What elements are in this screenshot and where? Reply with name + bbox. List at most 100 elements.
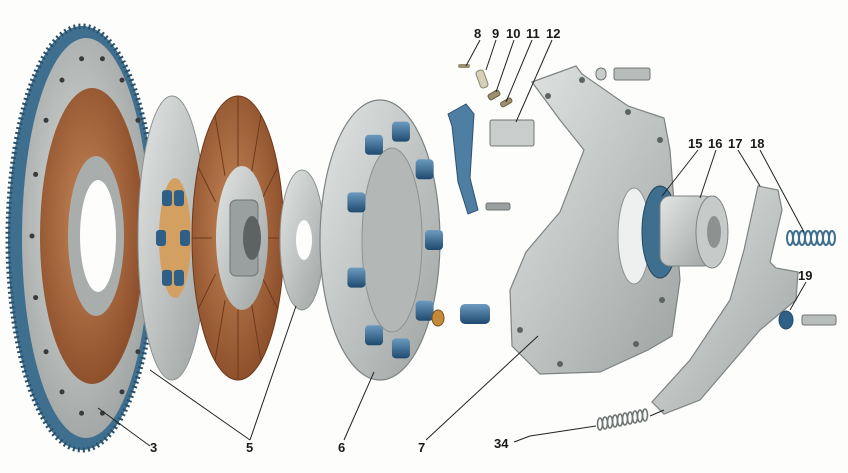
pin-10 <box>487 89 501 101</box>
loose-spring <box>460 304 490 324</box>
strut-block <box>489 119 535 147</box>
pressure-spring <box>347 267 366 288</box>
flywheel-hole <box>33 295 39 301</box>
flywheel-bore <box>80 180 116 292</box>
label-11: 11 <box>526 26 540 41</box>
flywheel-hole <box>119 77 125 83</box>
lining-groove <box>260 273 279 310</box>
label-16: 16 <box>708 136 722 151</box>
flywheel-bolt-holes <box>29 56 155 416</box>
housing-body <box>509 65 681 375</box>
pressure-spring <box>391 338 410 359</box>
pedal-return-spring <box>529 408 665 437</box>
leader-5b <box>249 305 297 441</box>
pressure-spring <box>347 192 366 213</box>
label-5: 5 <box>246 440 253 455</box>
flywheel-hole <box>29 233 35 239</box>
flywheel-hole <box>99 56 105 62</box>
leader-lines <box>97 39 807 447</box>
damper-spring <box>180 230 190 246</box>
leader-6 <box>343 371 375 441</box>
housing-hole <box>579 77 585 83</box>
flywheel-hole <box>43 349 49 355</box>
spring-washer <box>431 309 445 327</box>
leader-8 <box>465 39 481 67</box>
housing-hole <box>657 137 663 143</box>
leader-12 <box>515 39 553 123</box>
leader-9 <box>485 39 497 71</box>
lining-groove <box>260 166 279 203</box>
fork-arm <box>651 185 799 415</box>
pressure-spring <box>365 325 383 346</box>
housing-bolt-holes <box>517 77 665 367</box>
pressure-plate-inner <box>361 147 423 333</box>
pressure-springs <box>347 121 443 359</box>
pressure-spring <box>415 159 434 180</box>
flywheel-hole <box>79 410 85 416</box>
pivot-bolt <box>801 314 837 326</box>
leader-10 <box>495 39 515 93</box>
label-8: 8 <box>474 26 481 41</box>
label-6: 6 <box>338 440 345 455</box>
leader-19 <box>789 281 807 311</box>
flywheel-hole <box>119 389 125 395</box>
bolt-top <box>613 67 651 81</box>
leader-15 <box>661 149 699 197</box>
label-17: 17 <box>728 136 742 151</box>
disc-front-hub <box>159 178 191 298</box>
leader-3 <box>97 407 151 447</box>
label-12: 12 <box>546 26 560 41</box>
damper-spring <box>162 269 172 286</box>
pin-11 <box>500 97 513 108</box>
flywheel-hole <box>33 171 39 177</box>
label-9: 9 <box>492 26 499 41</box>
spring-hook <box>529 425 597 437</box>
loose-spring-set <box>460 304 490 324</box>
leader-7 <box>425 335 539 441</box>
washer-top <box>595 67 607 81</box>
label-19: 19 <box>798 268 812 283</box>
hub-bore <box>243 216 261 260</box>
part-labels: 3 5 6 7 8 9 10 11 12 15 16 17 18 19 34 <box>150 26 812 455</box>
pedal-spring-coils <box>596 408 649 431</box>
flywheel <box>5 23 159 453</box>
housing-hole <box>557 361 563 367</box>
driven-disc-front <box>137 95 207 381</box>
lining-segments <box>192 96 284 380</box>
label-34: 34 <box>494 436 509 451</box>
flywheel-hole <box>59 389 65 395</box>
pressure-spring <box>365 134 383 155</box>
pedal-spring-coil <box>641 408 649 422</box>
pressure-spring <box>391 121 410 142</box>
leader-17 <box>737 149 761 187</box>
leader-5a <box>149 369 251 441</box>
flywheel-hole <box>59 77 65 83</box>
housing-hole <box>633 341 639 347</box>
release-bearing <box>641 185 729 279</box>
pressure-plate <box>319 99 443 381</box>
lining-groove <box>214 114 226 176</box>
lining-groove <box>250 114 262 176</box>
flywheel-hole <box>79 56 85 62</box>
damper-springs <box>156 190 190 286</box>
pin-9 <box>475 69 489 89</box>
leader-34 <box>513 435 531 443</box>
housing-hole <box>659 297 665 303</box>
label-15: 15 <box>688 136 702 151</box>
damper-spring <box>174 269 184 286</box>
spring-end <box>649 409 665 417</box>
fork-spring-coil <box>828 230 836 246</box>
pressure-spring <box>425 230 443 250</box>
cotter-8 <box>458 64 470 68</box>
lever-bolt <box>485 202 511 211</box>
lining-groove <box>197 166 216 203</box>
pressure-spring <box>415 300 434 321</box>
damper-spring <box>162 190 172 207</box>
label-3: 3 <box>150 440 157 455</box>
leader-16 <box>699 149 717 199</box>
housing-hole <box>545 93 551 99</box>
lining-groove <box>214 300 226 362</box>
driven-disc-rear <box>191 95 285 381</box>
